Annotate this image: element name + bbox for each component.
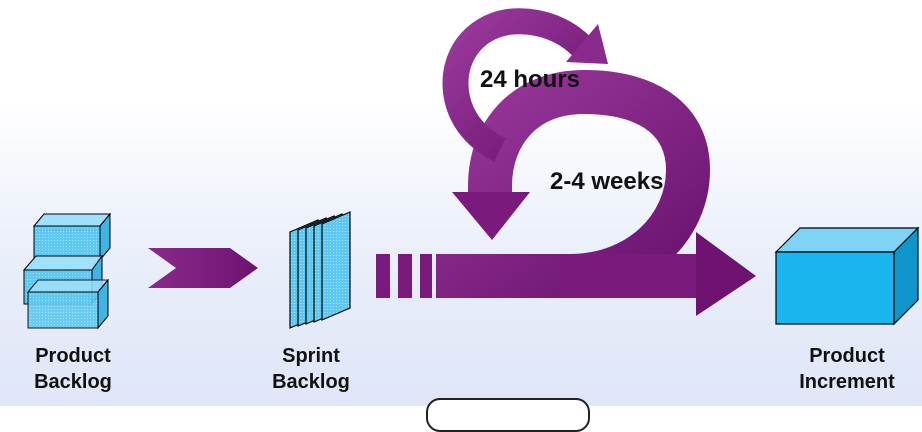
- bottom-callout-box: [426, 398, 590, 432]
- product-increment-label: Product Increment: [772, 343, 922, 395]
- sprint-start-segments: [376, 254, 432, 298]
- daily-cycle-label: 24 hours: [480, 66, 580, 94]
- box-icon: [776, 228, 918, 324]
- main-arrowhead: [696, 232, 756, 316]
- product-increment-label-line2: Increment: [772, 369, 922, 395]
- main-arrow-shaft: [560, 254, 700, 298]
- product-backlog-label-line2: Backlog: [8, 369, 138, 395]
- product-backlog-label-line1: Product: [8, 343, 138, 369]
- product-increment-label-line1: Product: [772, 343, 922, 369]
- stacked-boxes-icon: [24, 214, 110, 328]
- sprint-backlog-label-line1: Sprint: [256, 343, 366, 369]
- stacked-sheets-icon: [290, 212, 350, 328]
- sprint-backlog-label: Sprint Backlog: [256, 343, 366, 395]
- sprint-cycle-label: 2-4 weeks: [550, 168, 663, 196]
- sprint-backlog-label-line2: Backlog: [256, 369, 366, 395]
- product-backlog-label: Product Backlog: [8, 343, 138, 395]
- chevron-arrow: [148, 248, 258, 288]
